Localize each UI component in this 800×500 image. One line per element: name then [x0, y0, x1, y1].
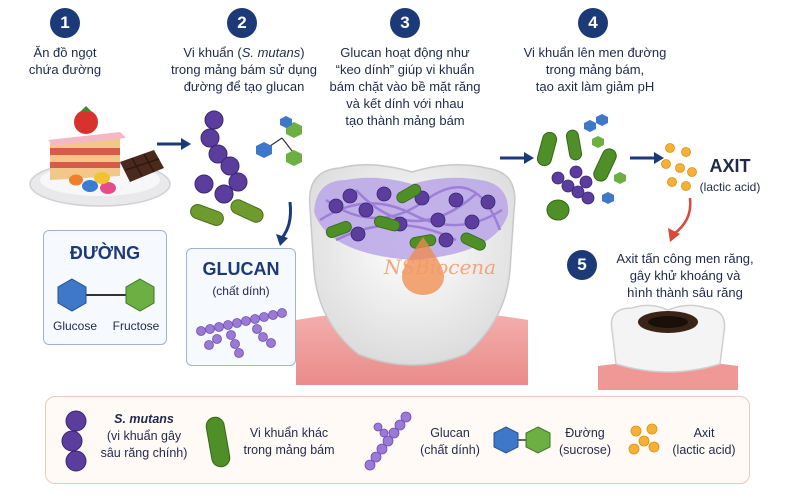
glucose-fructose-icon: [57, 278, 155, 312]
step-2-text: Vi khuẩn (S. mutans) trong mảng bám sử d…: [170, 45, 317, 94]
acid-droplets-illustration: [661, 143, 697, 191]
arrow-1-to-2: [157, 138, 191, 150]
legend-glucan-icon: [364, 411, 412, 471]
sugar-box: ĐƯỜNG Glucose Fructose: [43, 230, 167, 345]
step-3-text: Glucan hoạt động như “keo dính” giúp vi …: [329, 45, 481, 128]
arrow-4-to-acid: [630, 152, 664, 164]
sweet-food-illustration: [29, 106, 171, 207]
legend-s-mutans-text: S. mutans (vi khuẩn gây sâu răng chính): [100, 412, 188, 460]
fructose-label: Fructose: [112, 319, 160, 333]
legend-s-mutans-icon: [61, 410, 87, 472]
legend-other-bacteria-text: Vi khuẩn khác trong mảng bám: [243, 426, 335, 457]
arrow-2-to-glucan: [276, 201, 292, 246]
legend-other-bacteria-icon: [205, 416, 231, 468]
decayed-tooth-illustration: [598, 304, 738, 390]
step-5-text: Axit tấn công men răng, gây khử khoáng v…: [616, 251, 754, 300]
watermark-text: NSBiocena: [383, 255, 497, 279]
legend-acid-icon: [628, 423, 660, 455]
legend-panel: S. mutans (vi khuẩn gây sâu răng chính) …: [45, 396, 750, 484]
arrow-3-to-4: [500, 152, 534, 164]
step-4-badge: 4: [578, 8, 608, 38]
glucan-box-subtitle: (chất dính): [212, 284, 270, 298]
glucan-box: GLUCAN (chất dính): [186, 248, 296, 366]
sugar-box-title: ĐƯỜNG: [69, 243, 141, 263]
legend-sugar-text: Đường (sucrose): [558, 426, 612, 457]
glucan-chain-icon: [196, 308, 287, 358]
acid-title: AXIT: [709, 156, 751, 176]
step-1-badge: 1: [50, 8, 80, 38]
acid-subtitle: (lactic acid): [699, 180, 761, 194]
step-2-badge: 2: [227, 8, 257, 38]
fermentation-illustration: [536, 114, 626, 221]
watermark-logo: NSBiocena: [370, 235, 510, 295]
drop-icon: [402, 237, 444, 295]
glucan-box-title: GLUCAN: [202, 259, 280, 279]
arrow-acid-to-5: [668, 197, 692, 242]
step-3-badge: 3: [390, 8, 420, 38]
s-mutans-chain-illustration: [190, 110, 302, 226]
legend-sugar-icon: [493, 426, 551, 454]
legend-acid-text: Axit (lactic acid): [672, 426, 736, 457]
legend-glucan-text: Glucan (chất dính): [420, 426, 480, 457]
step-4-text: Vi khuẩn lên men đường trong mảng bám, t…: [523, 45, 667, 94]
step-5-badge: 5: [567, 250, 597, 280]
step-1-text: Ăn đồ ngọt chứa đường: [28, 45, 102, 77]
glucose-label: Glucose: [52, 319, 98, 333]
